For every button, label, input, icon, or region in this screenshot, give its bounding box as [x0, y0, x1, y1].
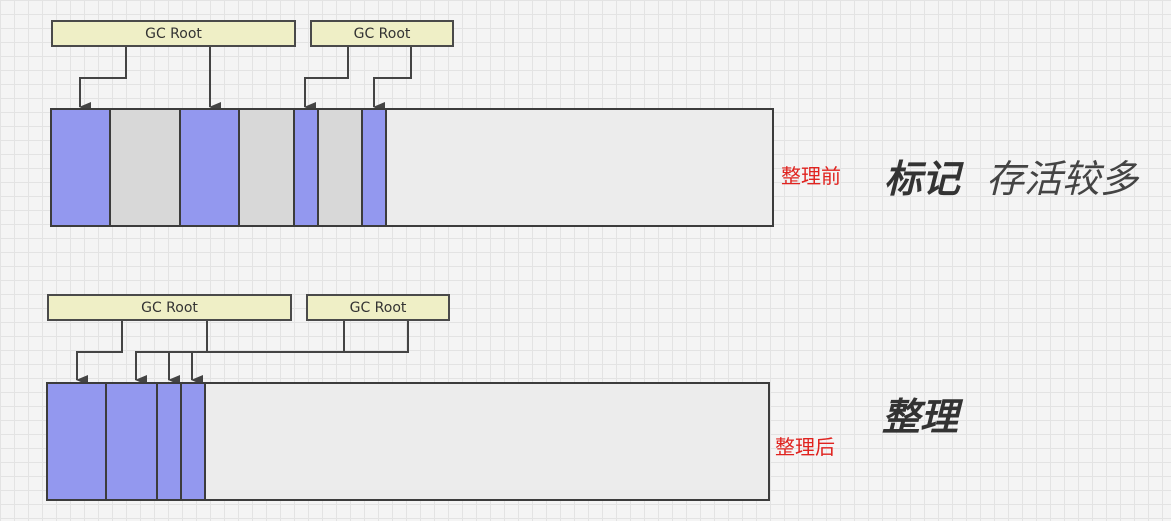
heap-before	[50, 108, 774, 227]
heap-after	[46, 382, 770, 501]
dead-object-block	[111, 110, 181, 225]
gc-root-box-1: GC Root	[51, 20, 296, 47]
stage-label-before: 整理前	[781, 164, 841, 188]
title-compact: 整理	[882, 395, 959, 439]
gc-root-label: GC Root	[353, 25, 411, 42]
gc-root-box-4: GC Root	[306, 294, 450, 321]
live-object-block	[363, 110, 387, 225]
live-object-block	[48, 384, 107, 499]
gc-root-label: GC Root	[145, 25, 202, 42]
title-mark: 标记	[884, 157, 961, 201]
title-many-alive: 存活较多	[986, 157, 1139, 201]
live-object-block	[52, 110, 111, 225]
dead-object-block	[240, 110, 295, 225]
live-object-block	[182, 384, 206, 499]
dead-object-block	[319, 110, 363, 225]
gc-root-box-3: GC Root	[47, 294, 292, 321]
live-object-block	[181, 110, 240, 225]
live-object-block	[107, 384, 158, 499]
live-object-block	[158, 384, 182, 499]
gc-root-label: GC Root	[349, 299, 407, 316]
live-object-block	[295, 110, 319, 225]
gc-root-label: GC Root	[141, 299, 198, 316]
gc-root-box-2: GC Root	[310, 20, 454, 47]
stage-label-after: 整理后	[775, 435, 835, 459]
